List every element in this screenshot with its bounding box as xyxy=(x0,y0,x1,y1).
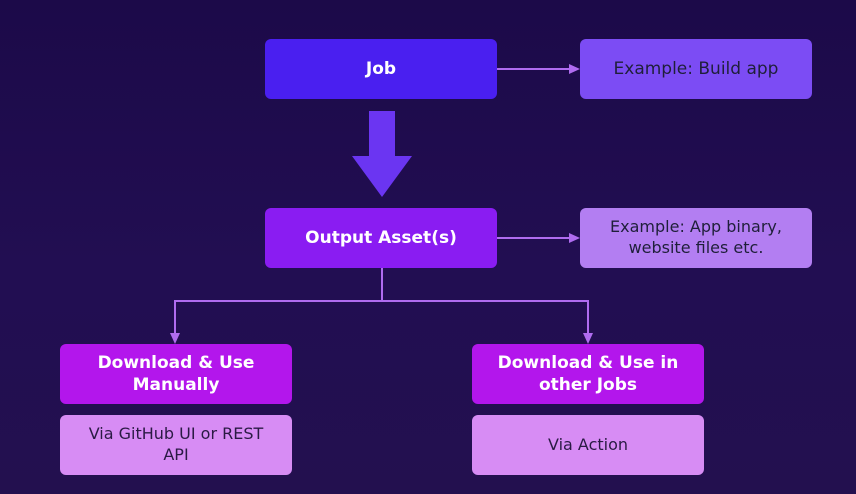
output-example-box: Example: App binary, website files etc. xyxy=(580,208,812,268)
output-asset-label: Output Asset(s) xyxy=(305,227,457,248)
job-to-example-arrow xyxy=(497,64,580,74)
download-manual-box: Download & Use Manually xyxy=(60,344,292,404)
via-github-label: Via GitHub UI or REST API xyxy=(88,424,264,464)
job-label: Job xyxy=(365,58,397,79)
download-manual-label: Download & Use Manually xyxy=(97,352,255,395)
download-other-jobs-label: Download & Use in other Jobs xyxy=(497,352,679,395)
job-example-label: Example: Build app xyxy=(613,58,779,79)
via-action-box: Via Action xyxy=(472,415,704,475)
via-github-box: Via GitHub UI or REST API xyxy=(60,415,292,475)
output-to-example-arrow xyxy=(497,233,580,243)
big-down-arrow xyxy=(352,111,412,197)
job-box: Job xyxy=(265,39,497,99)
job-example-box: Example: Build app xyxy=(580,39,812,99)
via-action-label: Via Action xyxy=(547,434,629,454)
download-other-jobs-box: Download & Use in other Jobs xyxy=(472,344,704,404)
output-asset-box: Output Asset(s) xyxy=(265,208,497,268)
output-example-label: Example: App binary, website files etc. xyxy=(610,217,782,257)
output-branch-connector xyxy=(170,268,593,344)
